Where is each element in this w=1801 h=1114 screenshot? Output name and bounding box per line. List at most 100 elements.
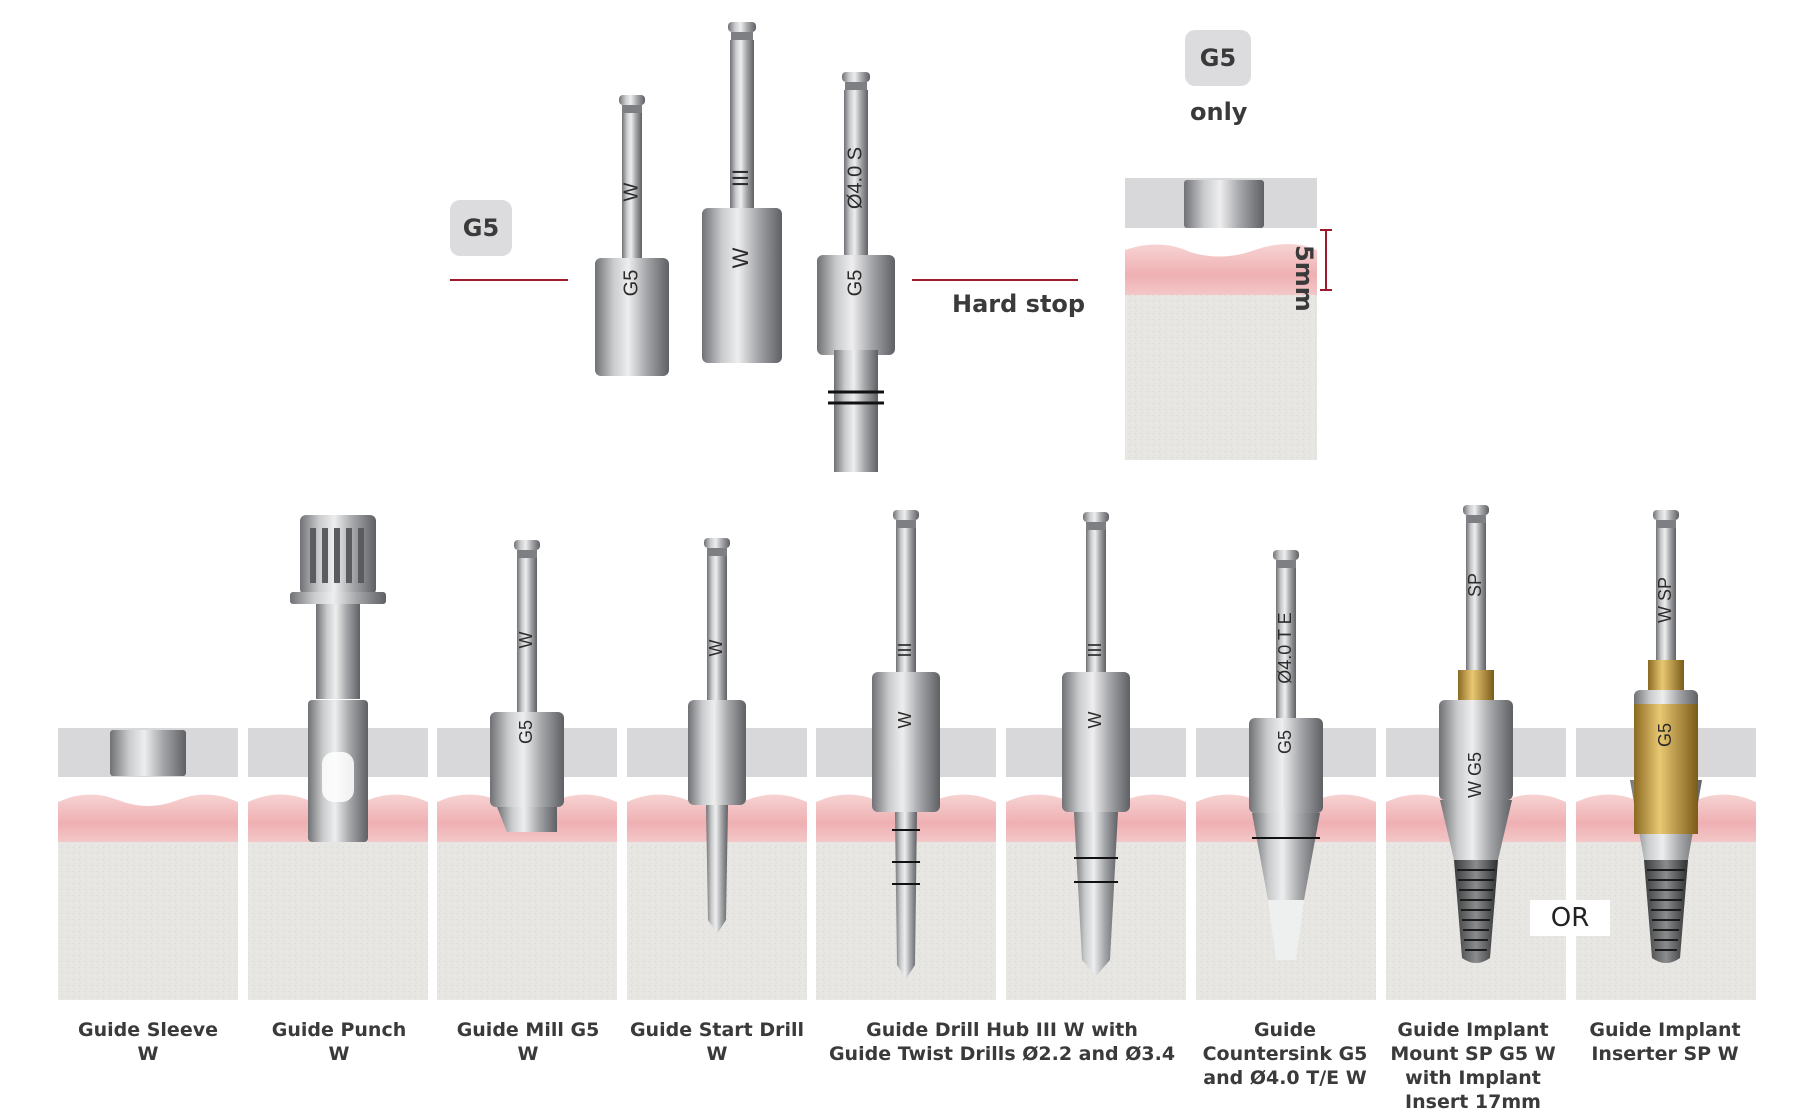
instrument-shaft: [1656, 528, 1676, 696]
latch-head: [704, 538, 730, 548]
drill-tip: [706, 805, 728, 934]
punch-flange: [290, 592, 386, 604]
instrument-4: W: [688, 538, 746, 934]
latch-groove: [1656, 520, 1676, 528]
sleeve-ring: [110, 730, 186, 776]
bone-tissue: [248, 842, 428, 1000]
latch-groove: [896, 520, 916, 528]
instrument-mark: G5: [1655, 723, 1675, 747]
gum-sample: [1125, 244, 1317, 295]
instrument-mark: W: [516, 632, 536, 649]
countersink-shaft: [844, 90, 868, 265]
g5-badge-right: G5: [1185, 30, 1251, 86]
panel-9: [1576, 728, 1756, 1000]
instrument-1: [110, 730, 186, 776]
countersink-tip: [1252, 813, 1320, 900]
countersink-mark-size: Ø4.0 S: [844, 147, 866, 209]
latch-head: [1463, 505, 1489, 515]
drill-tip: [1074, 812, 1118, 976]
hub-shaft: [730, 40, 754, 215]
instrument-mark: Ø4.0 T E: [1275, 612, 1295, 683]
instrument-5: III W: [872, 510, 940, 979]
latch-head: [1273, 550, 1299, 560]
latch-groove: [1276, 560, 1296, 568]
implant-body: [1644, 860, 1688, 963]
mill-head: [595, 258, 669, 376]
instrument-mark: III: [895, 642, 915, 657]
punch-window: [322, 752, 354, 802]
countersink-translucent-tip: [1268, 900, 1304, 960]
instrument-mark: W: [706, 640, 726, 657]
hub-mark-w: W: [728, 247, 753, 268]
latch-head: [1653, 510, 1679, 520]
sleeve-ring: [1184, 180, 1264, 228]
latch-head: [1083, 512, 1109, 522]
instrument-9: W SP G5: [1630, 510, 1702, 963]
instrument-2: [290, 515, 386, 842]
depth-label: 5mm: [1290, 245, 1318, 312]
mill-tip: [497, 807, 557, 832]
latch-head: [619, 95, 645, 105]
latch-groove: [731, 32, 753, 40]
bone-sample: [1125, 295, 1317, 460]
hub-body: [702, 208, 782, 363]
cage-slot: [310, 528, 316, 583]
drill-tip: [895, 812, 917, 979]
latch-groove: [517, 550, 537, 558]
g5-badge-left: G5: [450, 200, 512, 256]
instrument-body: [688, 700, 746, 805]
countersink-head: [817, 255, 895, 355]
gum-tissue: [58, 794, 238, 842]
hard-stop-label: Hard stop: [952, 290, 1086, 318]
instrument-mark: W G5: [1465, 752, 1485, 798]
mill-shaft: [622, 113, 642, 265]
instrument-shaft: [1276, 568, 1296, 724]
implant-collar: [1440, 800, 1512, 860]
instrument-body: [872, 672, 940, 812]
latch-head: [728, 22, 756, 32]
latch-groove: [1086, 522, 1106, 530]
cage-slot: [358, 528, 364, 583]
instrument-body: [490, 712, 564, 807]
latch-groove: [1466, 515, 1486, 523]
latch-head: [514, 540, 540, 550]
mill-mark-g5: G5: [620, 270, 642, 297]
latch-head: [893, 510, 919, 520]
instrument-shaft: [896, 528, 916, 678]
instrument-shaft: [707, 556, 727, 706]
cage-slot: [334, 528, 340, 583]
instrument-8: SP W G5: [1439, 505, 1513, 963]
instrument-shaft: [1086, 530, 1106, 678]
instrument-3: W G5: [490, 540, 564, 832]
instrument-body: [1062, 672, 1130, 812]
countersink-tip: [834, 350, 878, 472]
instrument-mark: G5: [516, 720, 536, 744]
instrument-mark: W: [895, 712, 915, 729]
cage-slot: [322, 528, 328, 583]
latch-groove: [845, 82, 867, 90]
or-label: OR: [1530, 900, 1610, 936]
latch-groove: [622, 105, 642, 113]
bone-tissue: [437, 842, 617, 1000]
instrument-mark: W SP: [1655, 577, 1675, 623]
countersink-mark-g5: G5: [844, 270, 866, 297]
panel-1: [58, 728, 238, 1000]
latch-groove: [707, 548, 727, 556]
instrument-mark: G5: [1275, 730, 1295, 754]
instrument-body: [1249, 718, 1323, 813]
instrument-mark: W: [1085, 712, 1105, 729]
instrument-mark: SP: [1465, 573, 1485, 597]
mill-mark-w: W: [620, 182, 642, 201]
bone-tissue: [58, 842, 238, 1000]
punch-shaft: [316, 604, 360, 699]
